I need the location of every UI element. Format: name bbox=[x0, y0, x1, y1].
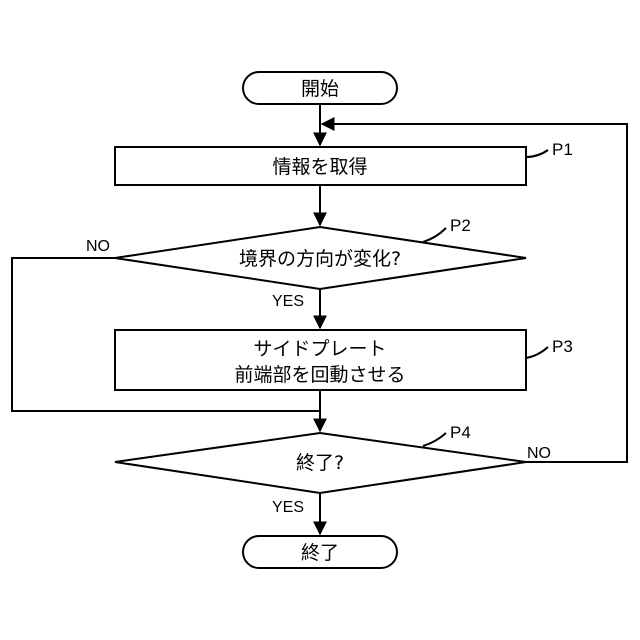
decision-p4-label: 終了? bbox=[296, 452, 344, 474]
branch-p2-no: NO bbox=[86, 238, 110, 255]
decision-p2-label: 境界の方向が変化? bbox=[239, 248, 401, 270]
tag-p3: P3 bbox=[552, 337, 573, 356]
leader-p3 bbox=[526, 347, 548, 358]
tag-p1: P1 bbox=[552, 140, 573, 159]
process-p1-label: 情報を取得 bbox=[272, 156, 367, 178]
process-p3-label-line1: サイドプレート bbox=[253, 338, 386, 360]
branch-p2-yes: YES bbox=[272, 293, 304, 310]
leader-p1 bbox=[526, 150, 548, 157]
branch-p4-no: NO bbox=[527, 445, 551, 462]
end-label: 終了 bbox=[301, 542, 339, 564]
branch-p4-yes: YES bbox=[272, 499, 304, 516]
leader-p4 bbox=[423, 433, 446, 446]
tag-p2: P2 bbox=[450, 216, 471, 235]
tag-p4: P4 bbox=[450, 423, 471, 442]
leader-p2 bbox=[423, 228, 446, 242]
process-p3-label-line2: 前端部を回動させる bbox=[234, 364, 405, 386]
start-label: 開始 bbox=[301, 78, 339, 100]
